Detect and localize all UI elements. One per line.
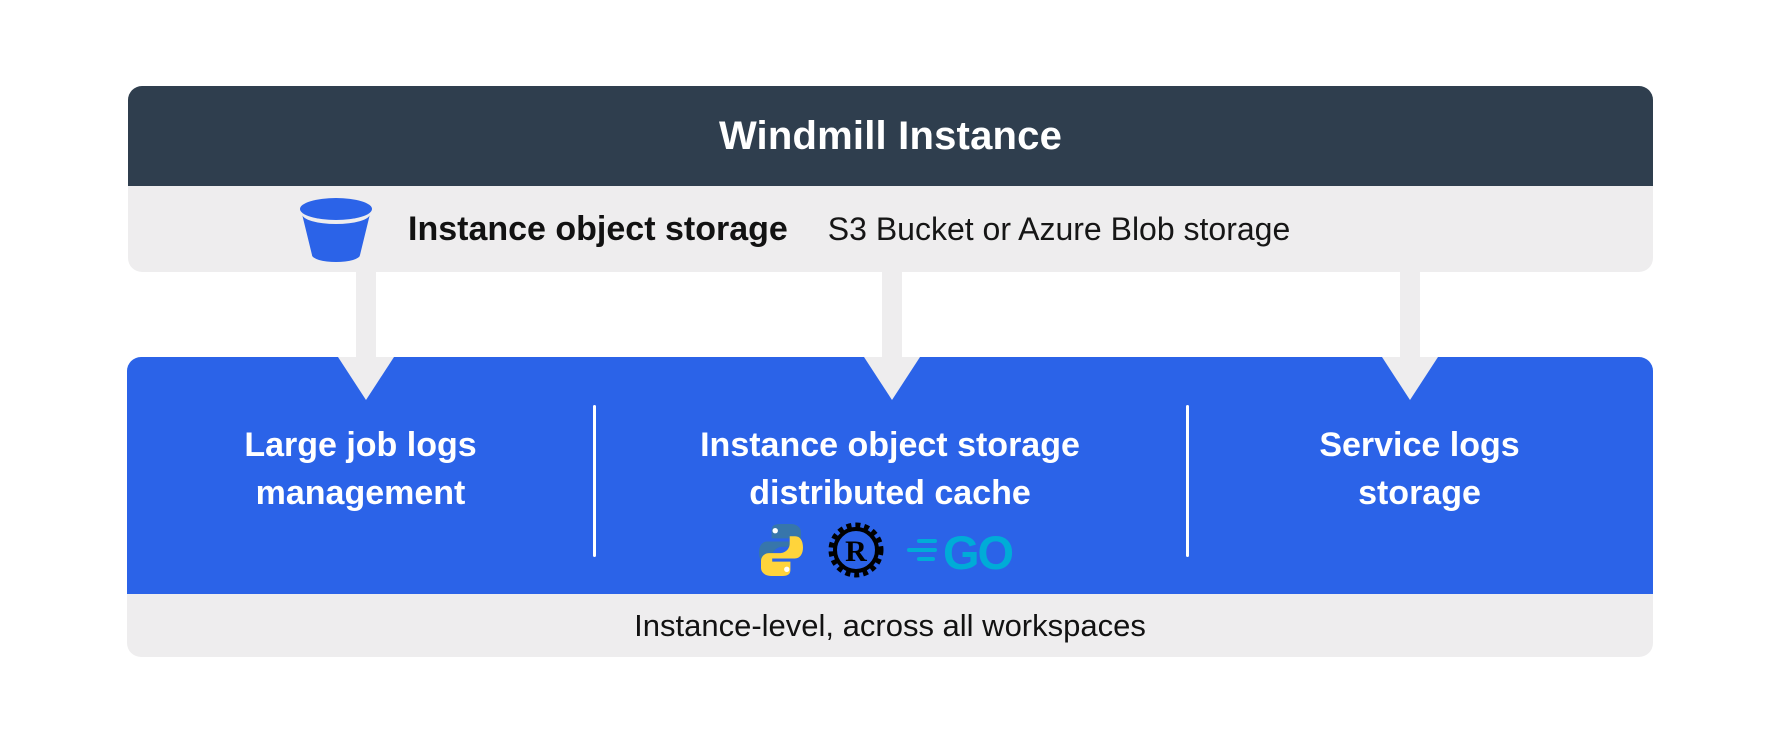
section-divider [593,405,596,557]
go-logo-text: GO [943,528,1013,576]
section-title-line: management [255,473,466,512]
section-title-line: distributed cache [749,474,1031,512]
section-distributed-cache: Instance object storage distributed cach… [594,357,1186,594]
bucket-icon [298,197,374,262]
svg-text:R: R [845,535,867,568]
section-title-line: storage [1358,473,1481,512]
rust-icon: R [827,521,885,584]
language-icons-row: R GO [757,521,1023,584]
section-title-line: Service logs [1319,425,1520,464]
flow-arrow-right [1380,272,1440,402]
storage-label: Instance object storage [408,209,788,248]
section-divider [1186,405,1189,557]
flow-arrow-left [336,272,396,402]
instance-level-footer: Instance-level, across all workspaces [127,594,1653,657]
section-title-line: Large job logs [244,425,477,464]
instance-object-storage-bar: Instance object storage S3 Bucket or Azu… [128,186,1653,272]
flow-arrow-middle [862,272,922,402]
windmill-instance-panel: Windmill Instance Instance object storag… [128,86,1653,272]
footer-label: Instance-level, across all workspaces [634,607,1146,643]
title-bar: Windmill Instance [128,86,1653,186]
section-title-line: Instance object storage [700,426,1080,464]
go-icon: GO [907,528,1023,576]
python-icon [757,522,805,583]
diagram-title: Windmill Instance [718,113,1063,158]
section-large-job-logs: Large job logs management [127,357,594,594]
section-service-logs: Service logs storage [1186,357,1653,594]
storage-description: S3 Bucket or Azure Blob storage [827,210,1291,247]
